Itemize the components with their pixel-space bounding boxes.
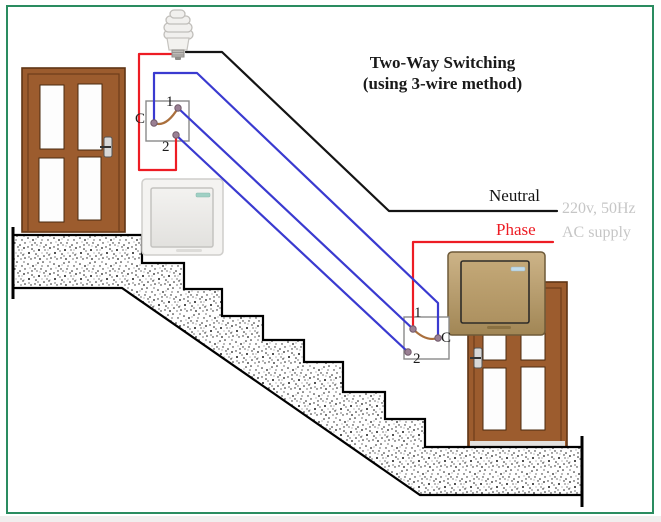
staircase [11, 227, 584, 507]
lower-terminal-1 [409, 325, 417, 333]
switch-indicator-strip [510, 266, 526, 272]
lower-terminal-1-label: 1 [414, 305, 422, 321]
left-door [21, 67, 126, 233]
left-door-handle-icon [100, 136, 113, 158]
upper-terminal-common [150, 119, 158, 127]
lamp-phase-wire [137, 52, 178, 172]
phase-supply-wire [411, 240, 555, 331]
upper-terminal-2-label: 2 [162, 139, 170, 155]
diagram-title: Two-Way Switching (using 3-wire method) [340, 52, 545, 94]
title-line-2: (using 3-wire method) [362, 74, 523, 93]
staircase-concrete [11, 233, 584, 497]
lower-terminal-2 [404, 348, 412, 356]
switch-indicator-strip [195, 192, 211, 198]
upper-switch-diagram [150, 104, 182, 139]
traveler-wire-2 [174, 133, 410, 354]
upper-terminal-common-label: C [135, 111, 146, 127]
upper-terminal-1 [174, 104, 182, 112]
phase-label: Phase [496, 220, 536, 239]
upper-terminal-1-label: 1 [166, 94, 174, 110]
brand-marking [487, 326, 511, 329]
right-door-handle-icon [470, 347, 483, 369]
lower-terminal-2-label: 2 [413, 351, 421, 367]
brand-marking [176, 249, 202, 252]
lower-terminal-common-label: C [441, 330, 452, 346]
title-line-1: Two-Way Switching [369, 53, 516, 72]
bottom-strip [0, 516, 661, 522]
traveler-wire-common [152, 71, 440, 340]
lower-terminal-common [434, 334, 442, 342]
rocker-switch-gold [447, 251, 546, 336]
traveler-wire-1 [176, 106, 415, 331]
upper-terminal-2 [172, 131, 180, 139]
supply-rating-line1: 220v, 50Hz [562, 200, 636, 217]
cfl-bulb-icon [163, 9, 194, 60]
neutral-label: Neutral [489, 186, 540, 205]
lower-switch-diagram [404, 325, 442, 356]
supply-rating-line2: AC supply [562, 224, 631, 241]
door-threshold [470, 441, 565, 446]
rocker-switch-white [141, 178, 224, 256]
neutral-wire [184, 50, 559, 213]
